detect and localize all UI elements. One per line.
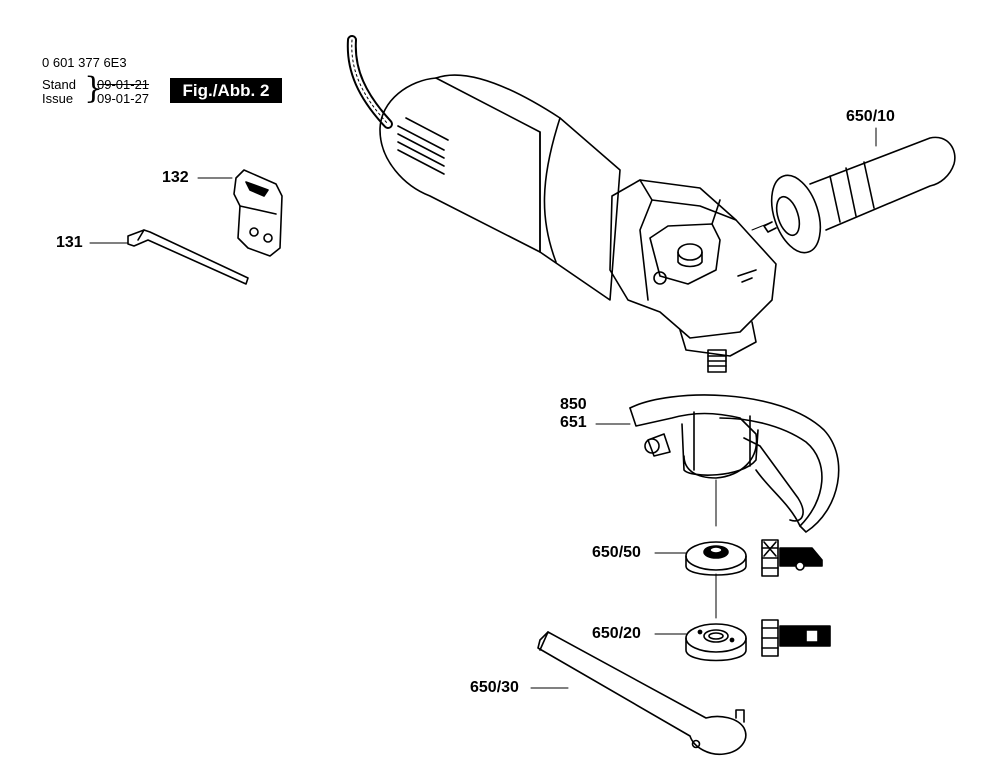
issue-date: 09-01-27 <box>97 91 150 106</box>
callout-650-10: 650/10 <box>846 108 895 125</box>
callout-131: 131 <box>56 234 83 251</box>
mounting-flange-650-50 <box>685 541 747 576</box>
hex-key-131 <box>127 229 249 285</box>
flange-section-icon-650-50 <box>761 539 823 577</box>
callout-850: 850 <box>560 396 587 413</box>
callout-651: 651 <box>560 414 587 431</box>
nut-section-icon-650-20 <box>761 619 831 657</box>
stand-date: 09-01-21 <box>97 77 150 92</box>
clamping-nut-650-20 <box>685 623 747 662</box>
stand-label: Stand <box>42 77 76 92</box>
callout-650-30: 650/30 <box>470 679 519 696</box>
two-pin-spanner-650-30 <box>537 631 747 756</box>
auxiliary-handle-650-10 <box>763 136 956 254</box>
callout-132: 132 <box>162 169 189 186</box>
issue-label: Issue <box>42 91 74 106</box>
figure-label-badge: Fig./Abb. 2 <box>170 78 282 103</box>
callout-650-50: 650/50 <box>592 544 641 561</box>
callout-650-20: 650/20 <box>592 625 641 642</box>
wheel-guard-851 <box>629 394 840 533</box>
power-cable <box>346 35 393 129</box>
part-number: 0 601 377 6E3 <box>42 55 127 70</box>
leader-lines <box>89 127 877 689</box>
brace-glyph: } <box>84 71 104 106</box>
angle-grinder-body <box>379 74 777 373</box>
bracket-plate-132 <box>233 169 283 257</box>
